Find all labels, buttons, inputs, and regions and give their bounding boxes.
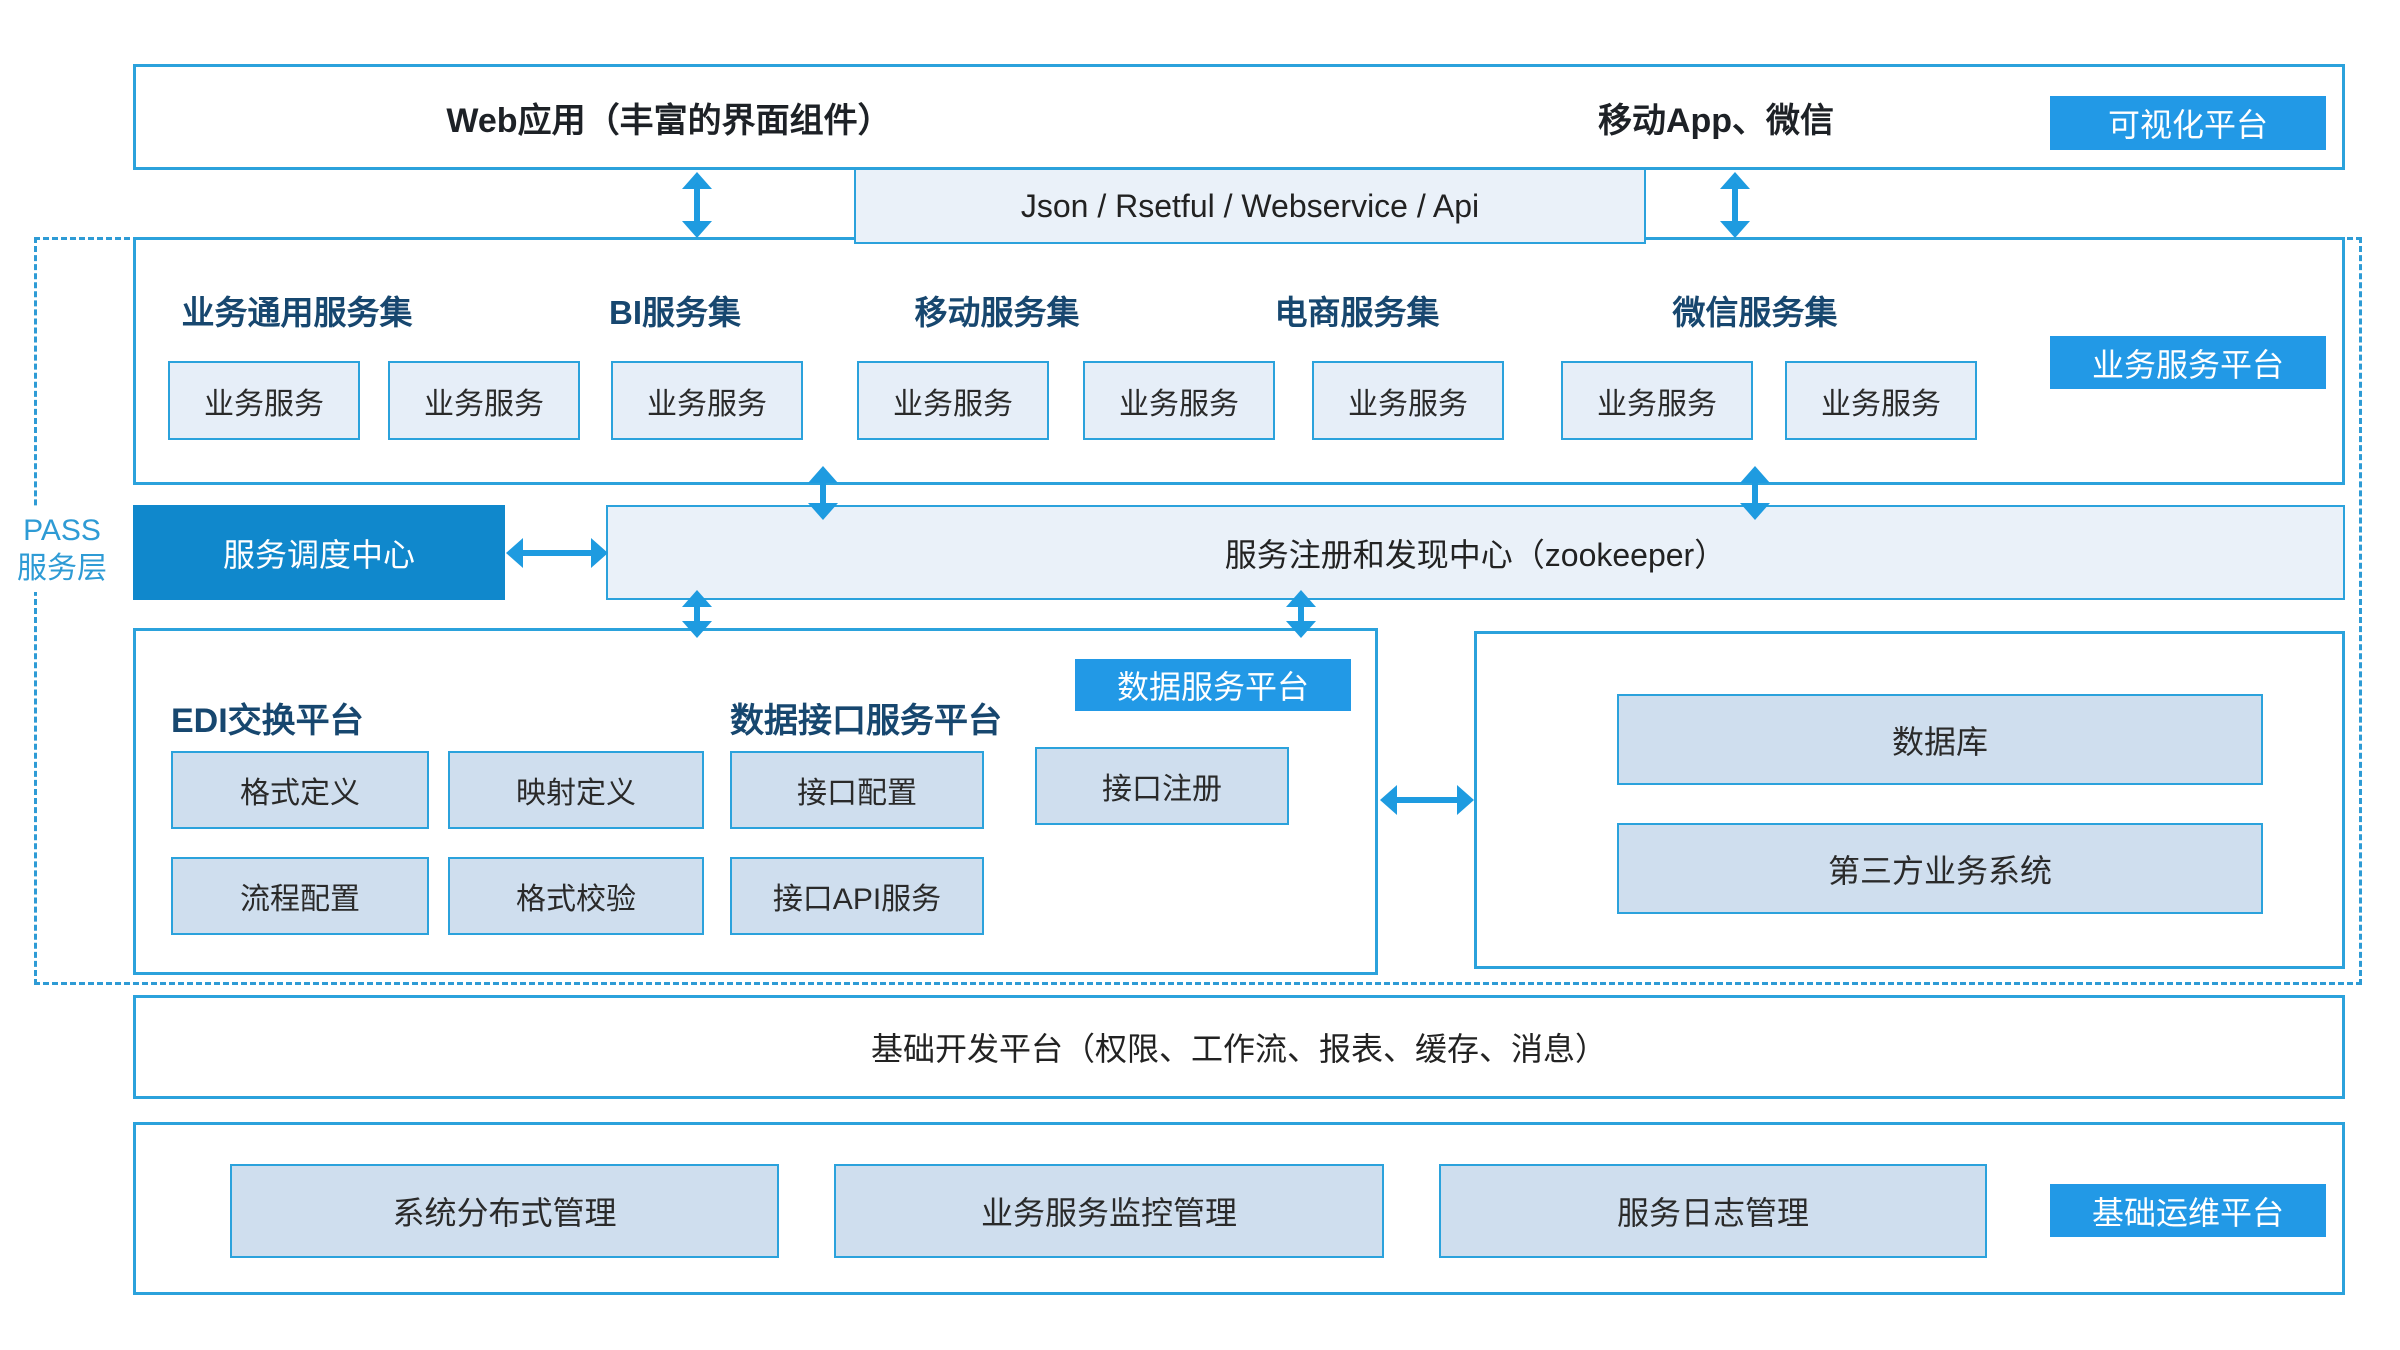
dev-platform-bar: 基础开发平台（权限、工作流、报表、缓存、消息） xyxy=(133,995,2345,1099)
service-box: 业务服务 xyxy=(611,361,803,440)
edi-feature-box: 映射定义 xyxy=(448,751,704,829)
service-box: 业务服务 xyxy=(1083,361,1275,440)
application-layer-box: Web应用（丰富的界面组件） 移动App、微信 可视化平台 xyxy=(133,64,2345,170)
service-group-header: 移动服务集 xyxy=(914,294,1080,331)
service-group-header: 电商服务集 xyxy=(1274,294,1440,331)
web-app-label: Web应用（丰富的界面组件） xyxy=(446,101,892,140)
service-box: 业务服务 xyxy=(857,361,1049,440)
api-protocol-bar: Json / Rsetful / Webservice / Api xyxy=(854,168,1646,244)
double-arrow-registry-to-data-left xyxy=(682,590,712,638)
third-party-system-box: 第三方业务系统 xyxy=(1617,823,2263,914)
service-group-header: BI服务集 xyxy=(609,294,741,331)
mobile-app-label: 移动App、微信 xyxy=(1597,101,1835,140)
data-service-platform-box: EDI交换平台 数据接口服务平台 数据服务平台 格式定义 映射定义 接口配置 接… xyxy=(133,628,1378,975)
service-group-header: 微信服务集 xyxy=(1672,294,1838,331)
business-service-platform-badge: 业务服务平台 xyxy=(2050,336,2326,389)
ops-platform-box: 系统分布式管理 业务服务监控管理 服务日志管理 基础运维平台 xyxy=(133,1122,2345,1295)
service-box: 业务服务 xyxy=(1312,361,1504,440)
edi-feature-box: 格式定义 xyxy=(171,751,429,829)
double-arrow-web-to-services xyxy=(682,172,712,238)
double-arrow-scheduler-to-registry xyxy=(506,538,608,568)
pass-layer-label: PASS 服务层 xyxy=(8,508,116,592)
ops-item-box: 服务日志管理 xyxy=(1439,1164,1987,1258)
data-interface-platform-title: 数据接口服务平台 xyxy=(730,702,1002,740)
pass-layer-label-line1: PASS xyxy=(23,514,101,547)
service-box: 业务服务 xyxy=(388,361,580,440)
double-arrow-registry-to-data-right xyxy=(1286,590,1316,638)
edi-platform-title: EDI交换平台 xyxy=(171,702,364,740)
ops-item-box: 系统分布式管理 xyxy=(230,1164,779,1258)
ops-item-box: 业务服务监控管理 xyxy=(834,1164,1384,1258)
double-arrow-services-to-registry-left xyxy=(808,466,838,520)
edi-feature-box: 接口注册 xyxy=(1035,747,1289,825)
service-box: 业务服务 xyxy=(168,361,360,440)
edi-feature-box: 格式校验 xyxy=(448,857,704,935)
service-registry-box: 服务注册和发现中心（zookeeper） xyxy=(606,505,2345,600)
ops-platform-badge: 基础运维平台 xyxy=(2050,1184,2326,1237)
service-box: 业务服务 xyxy=(1785,361,1977,440)
double-arrow-data-to-external xyxy=(1380,785,1474,815)
double-arrow-mobile-to-services xyxy=(1720,172,1750,238)
double-arrow-services-to-registry-right xyxy=(1740,466,1770,520)
service-box: 业务服务 xyxy=(1561,361,1753,440)
database-box: 数据库 xyxy=(1617,694,2263,785)
data-service-platform-badge: 数据服务平台 xyxy=(1075,659,1351,711)
edi-feature-box: 流程配置 xyxy=(171,857,429,935)
visualization-platform-badge: 可视化平台 xyxy=(2050,96,2326,150)
edi-feature-box: 接口配置 xyxy=(730,751,984,829)
service-scheduler-box: 服务调度中心 xyxy=(133,505,505,600)
external-systems-box: 数据库 第三方业务系统 xyxy=(1474,631,2345,969)
business-service-platform-box: 业务通用服务集 BI服务集 移动服务集 电商服务集 微信服务集 业务服务 业务服… xyxy=(133,237,2345,485)
service-group-header: 业务通用服务集 xyxy=(181,294,413,331)
pass-layer-label-line2: 服务层 xyxy=(17,552,107,585)
edi-feature-box: 接口API服务 xyxy=(730,857,984,935)
